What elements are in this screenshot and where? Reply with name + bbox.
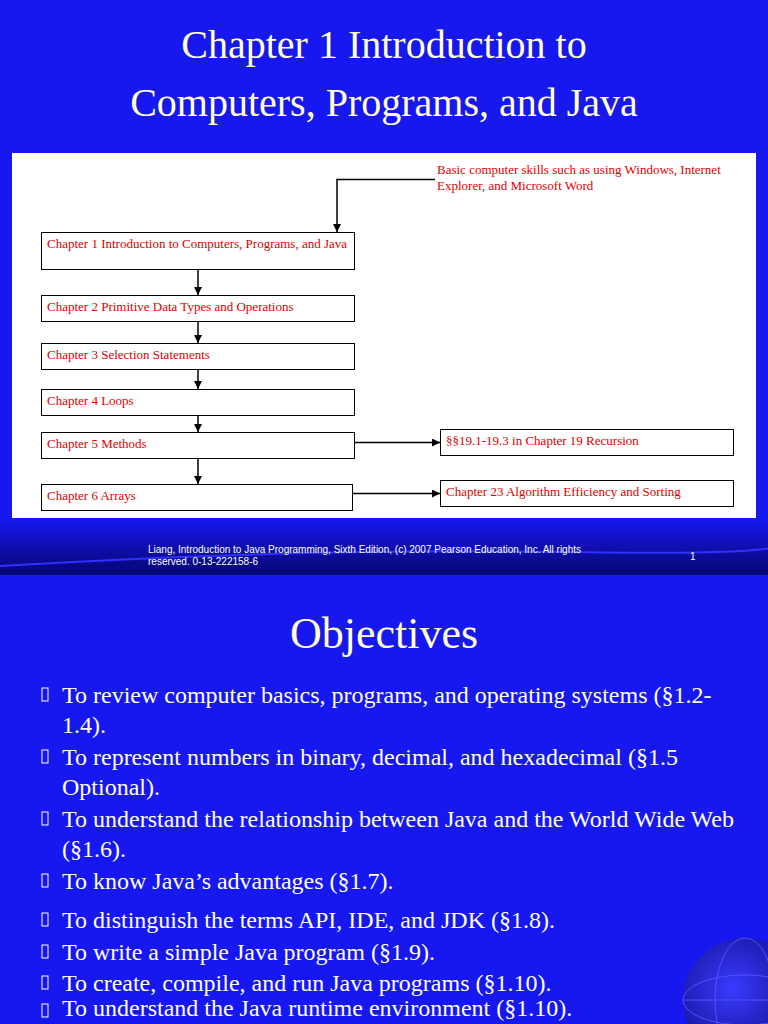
flow-arrow bbox=[197, 322, 199, 343]
objective-item: To review computer basics, programs, and… bbox=[62, 680, 752, 740]
node-text: Chapter 1 Introduction to Computers, Pro… bbox=[47, 236, 349, 252]
flow-arrow bbox=[197, 370, 199, 389]
objective-item: To write a simple Java program (§1.9). bbox=[62, 937, 752, 967]
chapter-box: Chapter 5 Methods bbox=[41, 432, 355, 459]
objective-item: To represent numbers in binary, decimal,… bbox=[62, 742, 752, 802]
page-number: 1 bbox=[690, 551, 710, 563]
chapter-box: Chapter 2 Primitive Data Types and Opera… bbox=[41, 295, 355, 322]
diagram-panel bbox=[12, 153, 756, 518]
node-text: Chapter 4 Loops bbox=[47, 393, 349, 409]
node-text: Chapter 5 Methods bbox=[47, 436, 349, 452]
node-text: Chapter 6 Arrays bbox=[47, 488, 347, 504]
copyright-footer: Liang, Introduction to Java Programming,… bbox=[148, 544, 608, 568]
objective-item: To create, compile, and run Java program… bbox=[62, 968, 752, 998]
chapter-box: Chapter 1 Introduction to Computers, Pro… bbox=[41, 232, 355, 270]
prerequisite-note: Basic computer skills such as using Wind… bbox=[437, 162, 737, 197]
objective-item: To distinguish the terms API, IDE, and J… bbox=[62, 905, 752, 935]
objective-item: To know Java’s advantages (§1.7). bbox=[62, 866, 752, 896]
objective-item: To understand the Java runtime environme… bbox=[62, 995, 752, 1022]
node-text: Chapter 23 Algorithm Efficiency and Sort… bbox=[446, 484, 728, 500]
chapter-box: Chapter 3 Selection Statements bbox=[41, 343, 355, 370]
chapter-box: Chapter 6 Arrays bbox=[41, 484, 353, 511]
flow-arrow bbox=[197, 270, 199, 295]
footer-band bbox=[0, 520, 768, 575]
flow-arrow bbox=[197, 416, 199, 432]
node-text: §§19.1-19.3 in Chapter 19 Recursion bbox=[446, 433, 728, 449]
chapter-box: Chapter 4 Loops bbox=[41, 389, 355, 416]
flow-arrow bbox=[355, 442, 440, 444]
flow-arrow bbox=[337, 180, 435, 233]
slide-title: Chapter 1 Introduction to Computers, Pro… bbox=[94, 16, 674, 132]
node-text: Chapter 2 Primitive Data Types and Opera… bbox=[47, 299, 349, 315]
objective-item: To understand the relationship between J… bbox=[62, 804, 752, 864]
flow-arrow bbox=[353, 493, 440, 495]
chapter-box: §§19.1-19.3 in Chapter 19 Recursion bbox=[440, 429, 734, 456]
flow-arrow bbox=[197, 459, 199, 484]
node-text: Chapter 3 Selection Statements bbox=[47, 347, 349, 363]
node-text: Basic computer skills such as using Wind… bbox=[437, 162, 737, 194]
slide-heading: Objectives bbox=[0, 608, 768, 660]
chapter-box: Chapter 23 Algorithm Efficiency and Sort… bbox=[440, 480, 734, 507]
bullet-glyph bbox=[42, 688, 48, 1017]
globe-ornament bbox=[683, 938, 768, 1024]
